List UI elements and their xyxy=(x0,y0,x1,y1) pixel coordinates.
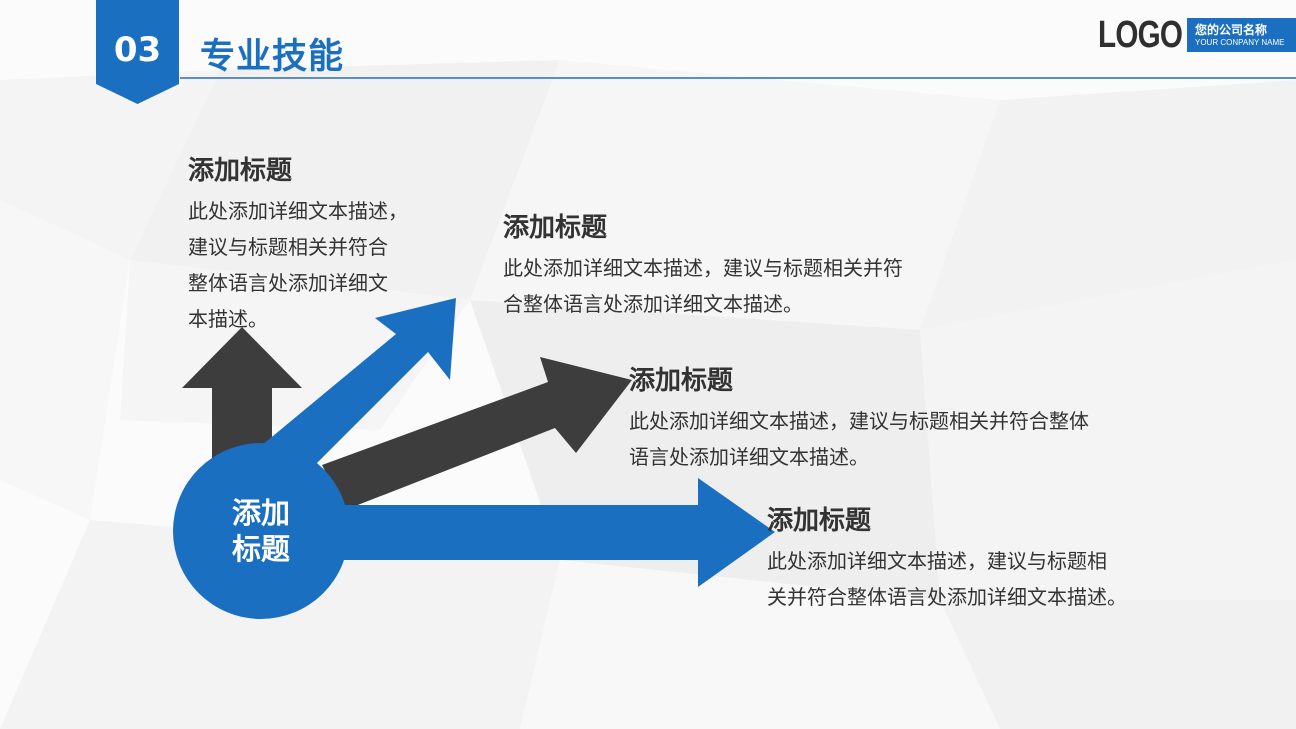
desc-line: 此处添加详细文本描述，建议与标题相关并符 xyxy=(503,256,903,280)
desc-line: 语言处添加详细文本描述。 xyxy=(629,445,869,469)
desc-line: 此处添加详细文本描述，建议与标题相 xyxy=(767,549,1107,573)
item-title: 添加标题 xyxy=(503,213,608,243)
desc-line: 本描述。 xyxy=(188,307,268,331)
desc-line: 建议与标题相关并符合 xyxy=(188,235,388,259)
page-title: 专业技能 xyxy=(200,37,345,77)
section-badge xyxy=(96,0,179,104)
item-desc: 此处添加详细文本描述， 建议与标题相关并符合 整体语言处添加详细文 本描述。 xyxy=(188,193,428,337)
section-number: 03 xyxy=(113,30,162,70)
arrow-up xyxy=(182,327,302,460)
center-label: 添加 标题 xyxy=(200,495,322,567)
desc-line: 整体语言处添加详细文 xyxy=(188,271,388,295)
logo: LOGO xyxy=(1098,14,1183,56)
item-title: 添加标题 xyxy=(767,506,872,536)
company-name-en: YOUR CONPANY NAME xyxy=(1195,38,1285,47)
text-block-4: 添加标题 此处添加详细文本描述，建议与标题相 关并符合整体语言处添加详细文本描述… xyxy=(767,500,1187,615)
desc-line: 合整体语言处添加详细文本描述。 xyxy=(503,292,803,316)
item-desc: 此处添加详细文本描述，建议与标题相关并符 合整体语言处添加详细文本描述。 xyxy=(503,250,963,322)
desc-line: 此处添加详细文本描述， xyxy=(188,199,408,223)
center-circle xyxy=(173,443,349,619)
item-desc: 此处添加详细文本描述，建议与标题相关并符合整体 语言处添加详细文本描述。 xyxy=(629,403,1169,475)
desc-line: 关并符合整体语言处添加详细文本描述。 xyxy=(767,585,1127,609)
text-block-2: 添加标题 此处添加详细文本描述，建议与标题相关并符 合整体语言处添加详细文本描述… xyxy=(503,207,963,322)
item-desc: 此处添加详细文本描述，建议与标题相 关并符合整体语言处添加详细文本描述。 xyxy=(767,543,1187,615)
desc-line: 此处添加详细文本描述，建议与标题相关并符合整体 xyxy=(629,409,1089,433)
company-name-box: 您的公司名称 YOUR CONPANY NAME xyxy=(1187,18,1296,52)
arrow-horizontal-blue xyxy=(300,478,775,587)
center-label-line1: 添加 xyxy=(231,496,290,530)
item-title: 添加标题 xyxy=(188,156,293,186)
text-block-1: 添加标题 此处添加详细文本描述， 建议与标题相关并符合 整体语言处添加详细文 本… xyxy=(188,150,428,337)
item-title: 添加标题 xyxy=(629,366,734,396)
company-name-cn: 您的公司名称 xyxy=(1195,23,1268,37)
center-label-line2: 标题 xyxy=(231,532,290,566)
text-block-3: 添加标题 此处添加详细文本描述，建议与标题相关并符合整体 语言处添加详细文本描述… xyxy=(629,360,1169,475)
arrow-incline-dark xyxy=(322,357,632,510)
header-divider xyxy=(180,77,1296,79)
arrow-diagonal-blue-body xyxy=(232,298,456,490)
